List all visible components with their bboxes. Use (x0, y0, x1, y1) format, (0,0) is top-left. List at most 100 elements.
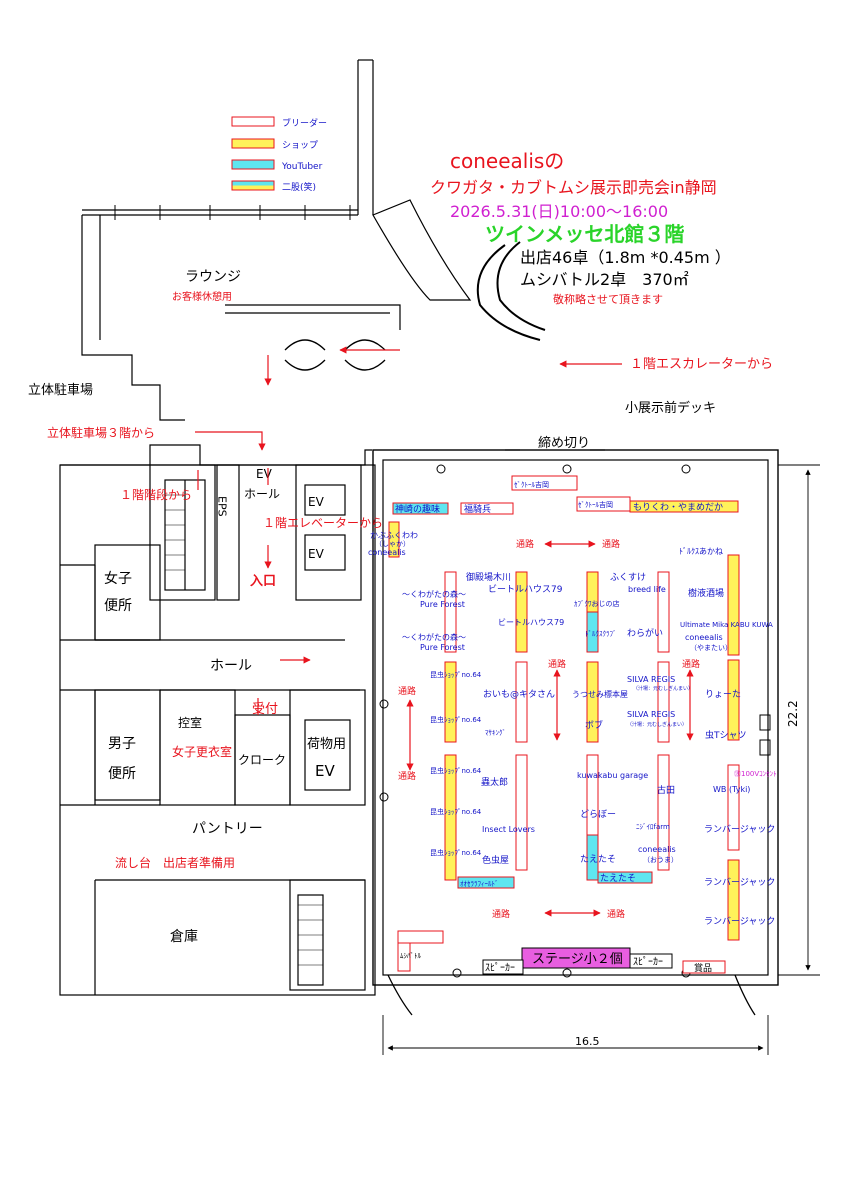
table-col3-d (586, 754, 599, 836)
vendor-label: ランバージャック (704, 916, 775, 927)
vendor-label: （汁場：元むしぎんまい） (627, 721, 687, 728)
battle-label: ﾑｼﾊﾞﾄﾙ (400, 952, 421, 960)
vendor-label: 昆虫ｼｮｯﾌﾟno.64 (430, 848, 482, 857)
vendor-label: （やまたい） (690, 644, 732, 652)
aisle-label-left-2: 通路 (398, 770, 416, 782)
table-battle-2 (397, 930, 444, 944)
vendor-label: 虫Tシャツ (705, 729, 747, 741)
vendor-label: （汁場：元むしぎんまい） (633, 685, 693, 692)
label-cargo-2: EV (315, 762, 335, 780)
vendor-label: ビートルハウス79 (498, 618, 564, 627)
vendor-label: ﾄﾞﾙｸｽｸﾗﾌﾞ (585, 630, 617, 638)
label-parking: 立体駐車場 (28, 383, 93, 398)
label-elevator-1f: １階エレベーターから (263, 515, 383, 530)
legend-swatch-both (231, 180, 275, 191)
table-col3-e (586, 834, 599, 881)
label-changing: 女子更衣室 (172, 744, 232, 759)
legend-label-shop: ショップ (282, 140, 318, 151)
lounge-doors (284, 339, 386, 371)
table-right-b (727, 659, 740, 741)
header-date-time: 2026.5.31(日)10:00〜16:00 (450, 202, 668, 221)
label-ev-hall-1: EV (256, 467, 273, 481)
vendor-label: りょーた (705, 689, 741, 700)
stage-area: ステージ小２個 ｽﾋﾟｰｶｰ ｽﾋﾟｰｶｰ ﾑｼﾊﾞﾄﾙ 賞品 ㊟100Vｺﾝｾ… (400, 770, 777, 975)
vendor-label: 古田 (657, 784, 675, 796)
label-pantry: パントリー (192, 821, 263, 837)
label-entrance: 入口 (250, 574, 276, 589)
vendor-label: ボブ (585, 719, 603, 731)
vendor-label: SILVA REGIS (627, 710, 675, 719)
label-shutter: 締め切り (538, 435, 590, 451)
speaker-left (482, 959, 524, 975)
vendor-label: ﾄﾞﾙｸｽあかね (679, 547, 723, 556)
table-col2-a (515, 571, 528, 653)
vendor-label: 樹液酒場 (688, 587, 724, 599)
vendor-label: WB (Tyki) (713, 785, 750, 794)
label-ev-hall-2: ホール (244, 487, 280, 501)
booth-tables (388, 475, 740, 974)
dim-vertical: 22.2 (786, 700, 800, 727)
aisle-label-top-right: 通路 (602, 538, 620, 550)
label-cloak: クローク (238, 753, 286, 767)
label-ev-a: EV (308, 495, 325, 509)
table-col1-c (444, 754, 457, 881)
vendor-label: ｾﾞｸﾄｰﾙ吉岡 (514, 481, 549, 489)
label-parking-3f: 立体駐車場３階から (47, 425, 155, 440)
vendor-label: Insect Lovers (482, 825, 535, 834)
columns (379, 464, 691, 978)
label-mens-1: 男子 (108, 736, 136, 752)
label-lounge: ラウンジ (185, 269, 241, 285)
vendor-label: 昆虫ｼｮｯﾌﾟno.64 (430, 766, 482, 775)
vendor-label: もりくわ・やまめだか (633, 502, 723, 513)
table-top-1 (392, 502, 449, 515)
vendor-label: ｶﾌﾞｸﾜおじの店 (574, 599, 620, 608)
prize-label: 賞品 (694, 962, 712, 974)
table-bottom-youtuber (457, 876, 515, 889)
vendor-label: ふくすけ (610, 572, 646, 583)
label-womens-1: 女子 (104, 570, 132, 587)
event-header: coneealisの クワガタ・カブトムシ展示即売会in静岡 2026.5.31… (430, 149, 731, 306)
vendor-label: 蟲太郎 (481, 776, 508, 788)
label-escalator: １階エスカレーターから (630, 357, 773, 372)
vendor-label: ビートルハウス79 (488, 584, 563, 595)
label-storage: 倉庫 (170, 928, 198, 945)
legend-swatch-shop (231, 138, 275, 149)
stair-hatching (165, 494, 323, 966)
vendor-label: breed life (628, 585, 666, 594)
table-top-5 (629, 500, 739, 513)
flow-arrows (195, 346, 694, 917)
legend-swatch-youtuber (231, 159, 275, 170)
vendor-label: うつせみ標本屋 (572, 689, 628, 699)
table-col4-a (657, 571, 670, 653)
vendor-label: Ultimate Mika KABU KUWA (680, 621, 773, 629)
vendor-label: ｾﾞｸﾄｰﾙ吉岡 (578, 501, 613, 509)
vendor-label: ﾆｼﾞｲﾛfarm (636, 823, 670, 831)
aisle-label-bottom-left: 通路 (492, 908, 510, 920)
vendor-label: 御殿場木川 (466, 571, 511, 583)
vendor-label: ｵｵｾﾗﾗﾌｨｰﾙﾄﾞ (460, 880, 499, 888)
vendor-label: ﾏｻｷﾝｸﾞ (485, 729, 506, 737)
header-battle-area: ムシバトル2卓 370㎡ (520, 270, 689, 289)
vendor-label: ランバージャック (704, 877, 775, 888)
speaker-right-label: ｽﾋﾟｰｶｰ (633, 956, 663, 968)
table-bottom-youtuber-2 (597, 871, 653, 884)
table-col4-b (657, 661, 670, 743)
table-col3-b (586, 611, 599, 653)
vendor-label: （おうま） (643, 856, 678, 864)
speaker-left-label: ｽﾋﾟｰｶｰ (485, 962, 515, 974)
vendor-label: たえたそ (600, 873, 636, 884)
hall-bottom-doors (387, 974, 756, 1016)
label-eps: EPS (216, 496, 229, 517)
vendor-label: わらがい (627, 627, 663, 639)
vendor-label: どらぼー (580, 809, 616, 820)
vendor-label: おいも@キタさん (483, 689, 555, 700)
aisle-label-left-1: 通路 (398, 685, 416, 697)
vendor-label: Pure Forest (420, 600, 465, 609)
vendor-label: 昆虫ｼｮｯﾌﾟno.64 (430, 807, 482, 816)
vendor-label: coneealis (685, 633, 723, 642)
table-col3-c (586, 661, 599, 743)
table-right-c (727, 764, 740, 851)
aisle-labels: 通路 通路 通路 通路 通路 通路 通路 通路 (398, 538, 700, 920)
table-top-3 (511, 475, 578, 491)
